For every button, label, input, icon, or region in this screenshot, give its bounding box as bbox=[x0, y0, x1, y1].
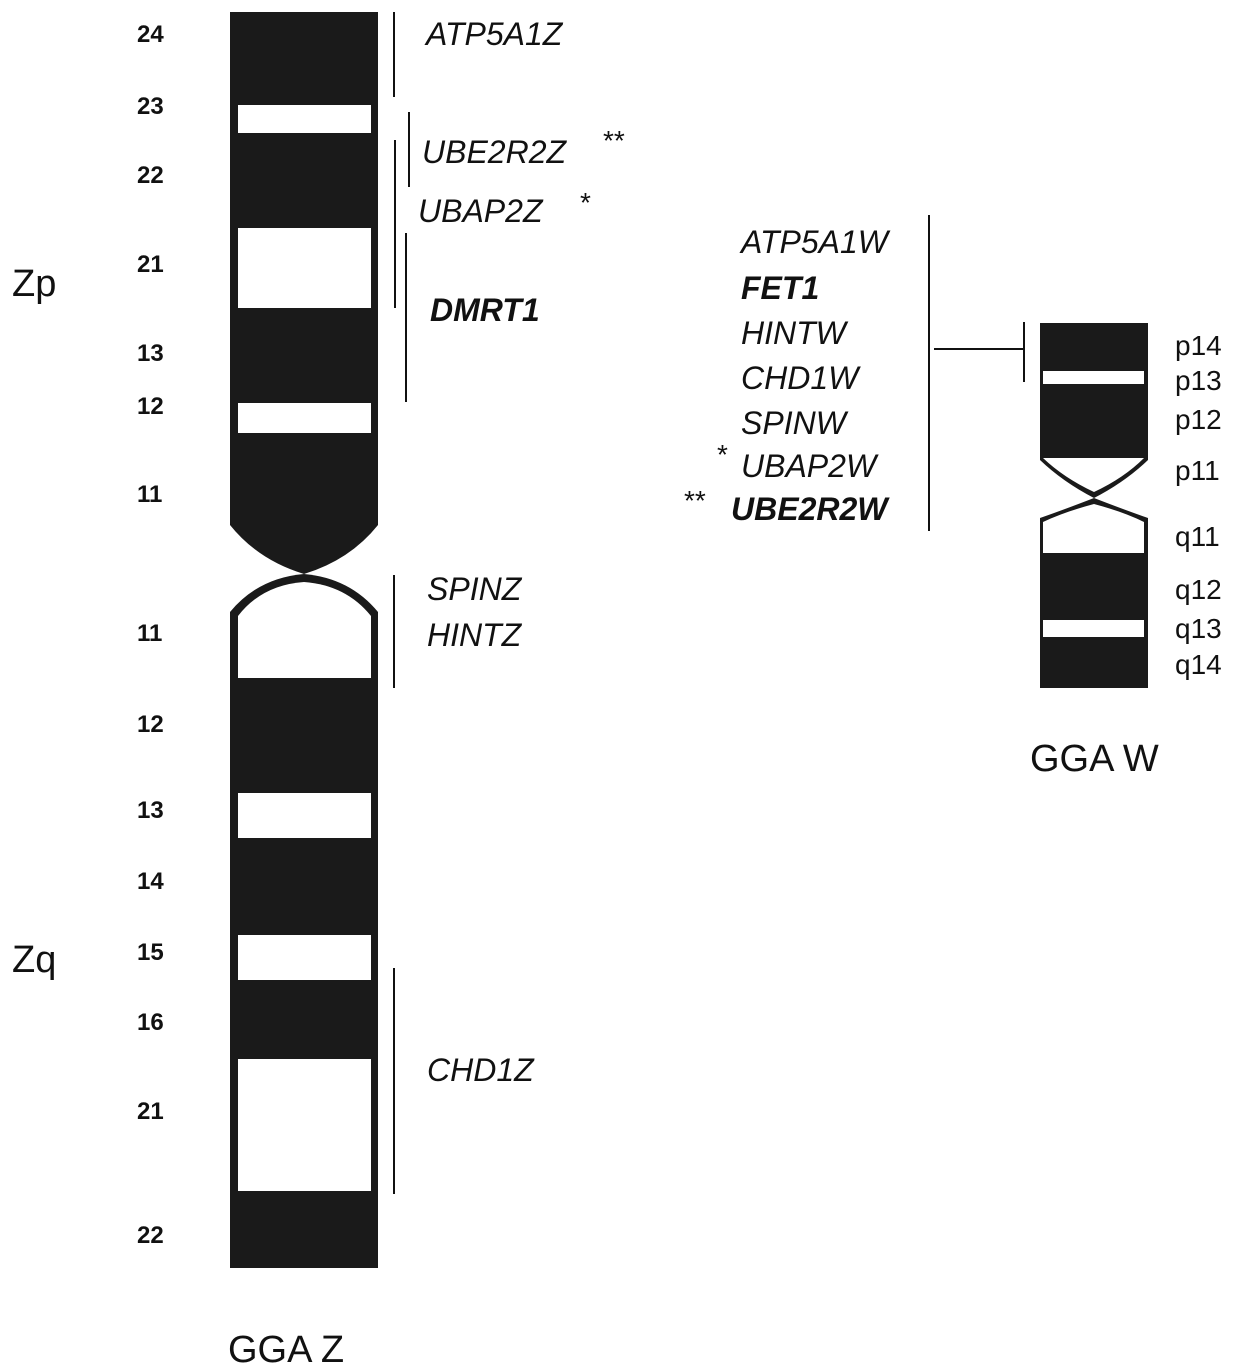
w-band-labels: p14 p13 p12 p11 q11 q12 q13 q14 bbox=[1175, 330, 1222, 680]
gene-ube2r2z: UBE2R2Z bbox=[422, 134, 568, 170]
w-band-label: p11 bbox=[1175, 455, 1220, 486]
z-band-label: 21 bbox=[137, 251, 164, 278]
gene-ube2r2w: UBE2R2W bbox=[731, 491, 890, 527]
z-band-label: 16 bbox=[137, 1009, 164, 1036]
w-band-label: q14 bbox=[1175, 649, 1222, 680]
z-band-label: 15 bbox=[137, 939, 164, 966]
z-p-arm-label: Zp bbox=[12, 263, 56, 305]
z-band-label: 12 bbox=[137, 711, 164, 738]
z-band-label: 23 bbox=[137, 93, 164, 120]
z-band-label: 22 bbox=[137, 1222, 164, 1249]
w-band-label: p13 bbox=[1175, 365, 1222, 396]
gene-ubap2w: UBAP2W bbox=[741, 448, 879, 484]
z-band-q11 bbox=[238, 582, 371, 678]
z-q-arm-label: Zq bbox=[12, 939, 56, 981]
z-chromosome-caption: GGA Z bbox=[228, 1329, 344, 1367]
w-chromosome-caption: GGA W bbox=[1030, 738, 1159, 780]
gene-spinw: SPINW bbox=[741, 405, 849, 441]
z-band-q15 bbox=[238, 935, 371, 980]
z-band-label: 12 bbox=[137, 393, 164, 420]
w-chromosome bbox=[1040, 323, 1148, 688]
gene-ubap2z: UBAP2Z bbox=[418, 193, 544, 229]
w-band-q13 bbox=[1043, 620, 1144, 637]
z-chromosome bbox=[230, 12, 378, 1268]
mark-ubap2z: * bbox=[580, 187, 591, 218]
gene-dmrt1: DMRT1 bbox=[430, 292, 540, 328]
w-band-label: p14 bbox=[1175, 330, 1222, 361]
z-gene-brackets bbox=[393, 12, 410, 1194]
z-band-label: 21 bbox=[137, 1098, 164, 1125]
gene-hintz: HINTZ bbox=[427, 617, 523, 653]
z-band-label: 11 bbox=[137, 481, 162, 508]
w-band-p11 bbox=[1043, 458, 1144, 492]
mark-ube2r2z: ** bbox=[603, 125, 625, 156]
z-band-p23 bbox=[238, 105, 371, 133]
z-band-label: 13 bbox=[137, 340, 164, 367]
z-band-q13 bbox=[238, 793, 371, 838]
w-band-label: q12 bbox=[1175, 574, 1222, 605]
w-p-arm bbox=[1040, 323, 1148, 498]
w-band-label: q11 bbox=[1175, 521, 1220, 552]
w-band-q11 bbox=[1043, 504, 1144, 553]
z-band-q21 bbox=[238, 1059, 371, 1191]
gene-chd1w: CHD1W bbox=[741, 360, 861, 396]
gene-atp5a1w: ATP5A1W bbox=[739, 224, 891, 260]
gene-atp5a1z: ATP5A1Z bbox=[424, 16, 564, 52]
z-band-p12 bbox=[238, 403, 371, 433]
z-band-labels: 24 23 22 21 13 12 11 11 12 13 14 15 16 2… bbox=[137, 21, 164, 1249]
mark-ube2r2w: ** bbox=[684, 485, 706, 516]
z-band-label: 13 bbox=[137, 797, 164, 824]
gene-hintw: HINTW bbox=[741, 315, 849, 351]
w-band-label: q13 bbox=[1175, 613, 1222, 644]
z-band-label: 11 bbox=[137, 620, 162, 647]
z-band-p21 bbox=[238, 228, 371, 308]
gene-fet1: FET1 bbox=[741, 270, 819, 306]
w-band-label: p12 bbox=[1175, 404, 1222, 435]
w-gene-bracket bbox=[928, 215, 1025, 531]
gene-spinz: SPINZ bbox=[427, 571, 523, 607]
gene-chd1z: CHD1Z bbox=[427, 1052, 535, 1088]
w-band-p13 bbox=[1043, 371, 1144, 384]
z-band-label: 24 bbox=[137, 21, 164, 48]
z-band-label: 14 bbox=[137, 868, 164, 895]
mark-ubap2w: * bbox=[717, 439, 728, 470]
z-band-label: 22 bbox=[137, 162, 164, 189]
